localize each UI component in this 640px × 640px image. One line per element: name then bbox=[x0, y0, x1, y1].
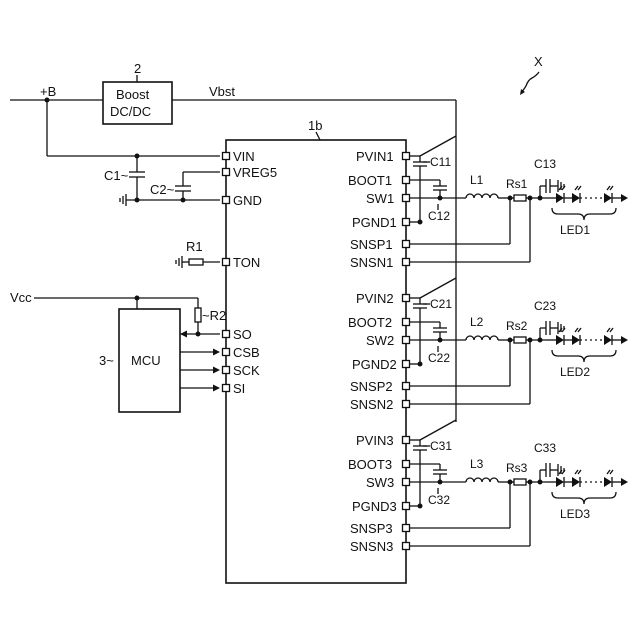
channel-3: PVIN3BOOT3SW3PGND3SNSP3SNSN3 C31C32 L3 Rs3 C… bbox=[348, 420, 628, 554]
pin-sw3: SW3 bbox=[366, 475, 394, 490]
pin-gnd: GND bbox=[233, 193, 262, 208]
pin-so: SO bbox=[233, 327, 252, 342]
plus-b-label: +B bbox=[40, 84, 56, 99]
pin-pgnd1: PGND1 bbox=[352, 215, 397, 230]
pin-pgnd2: PGND2 bbox=[352, 357, 397, 372]
inductor-l2: L2 bbox=[470, 315, 484, 329]
pin-sw2: SW2 bbox=[366, 333, 394, 348]
pin-ton: TON bbox=[233, 255, 260, 270]
inductor-l1: L1 bbox=[470, 173, 484, 187]
pin-pvin2: PVIN2 bbox=[356, 291, 394, 306]
c2-label: C2~ bbox=[150, 182, 175, 197]
c1-label: C1~ bbox=[104, 168, 129, 183]
led-diode-icon bbox=[604, 193, 612, 203]
label-led2: LED2 bbox=[560, 365, 590, 379]
r2-label: ~R2 bbox=[202, 308, 226, 323]
pin-snsp2: SNSP2 bbox=[350, 379, 393, 394]
channel-1: PVIN1BOOT1SW1PGND1SNSP1SNSN1 C11C12 L1 Rs1 C… bbox=[348, 136, 628, 270]
pin-vreg5: VREG5 bbox=[233, 165, 277, 180]
led-diode-icon bbox=[572, 335, 580, 345]
pin-si: SI bbox=[233, 381, 245, 396]
pin-csb: CSB bbox=[233, 345, 260, 360]
led-diode-icon bbox=[556, 477, 564, 487]
pin-snsn1: SNSN1 bbox=[350, 255, 393, 270]
label-led1: LED1 bbox=[560, 223, 590, 237]
cap-c31: C31 bbox=[430, 439, 452, 453]
boost-label-line1: Boost bbox=[116, 87, 150, 102]
left-circuit: C1~ C2~ R1 Vcc ~R2 bbox=[10, 154, 226, 413]
label-led3: LED3 bbox=[560, 507, 590, 521]
pin-vin: VIN bbox=[233, 149, 255, 164]
cap-c12: C12 bbox=[428, 209, 450, 223]
cap-c13: C13 bbox=[534, 157, 556, 171]
led-diode-icon bbox=[572, 193, 580, 203]
pin-snsn2: SNSN2 bbox=[350, 397, 393, 412]
cap-c32: C32 bbox=[428, 493, 450, 507]
cap-c22: C22 bbox=[428, 351, 450, 365]
pin-pgnd3: PGND3 bbox=[352, 499, 397, 514]
led-diode-icon bbox=[556, 335, 564, 345]
pin-pvin3: PVIN3 bbox=[356, 433, 394, 448]
mcu-label: MCU bbox=[131, 353, 161, 368]
inductor-l3: L3 bbox=[470, 457, 484, 471]
led-diode-icon bbox=[604, 335, 612, 345]
channel-2: PVIN2BOOT2SW2PGND2SNSP2SNSN2 C21C22 L2 Rs2 C… bbox=[348, 278, 628, 412]
pin-snsn3: SNSN3 bbox=[350, 539, 393, 554]
cap-c21: C21 bbox=[430, 297, 452, 311]
pin-snsp1: SNSP1 bbox=[350, 237, 393, 252]
pin-boot2: BOOT2 bbox=[348, 315, 392, 330]
sense-resistor-rs3: Rs3 bbox=[506, 461, 528, 475]
pin-boot1: BOOT1 bbox=[348, 173, 392, 188]
ic-ref: 1b bbox=[308, 118, 322, 133]
pin-boot3: BOOT3 bbox=[348, 457, 392, 472]
boost-label-line2: DC/DC bbox=[110, 104, 151, 119]
cap-c33: C33 bbox=[534, 441, 556, 455]
sense-resistor-rs2: Rs2 bbox=[506, 319, 528, 333]
r1-label: R1 bbox=[186, 239, 203, 254]
vcc-label: Vcc bbox=[10, 290, 32, 305]
pin-pvin1: PVIN1 bbox=[356, 149, 394, 164]
led-diode-icon bbox=[604, 477, 612, 487]
led-diode-icon bbox=[556, 193, 564, 203]
led-diode-icon bbox=[572, 477, 580, 487]
cap-c23: C23 bbox=[534, 299, 556, 313]
pin-snsp3: SNSP3 bbox=[350, 521, 393, 536]
pin-sw1: SW1 bbox=[366, 191, 394, 206]
pin-sck: SCK bbox=[233, 363, 260, 378]
sense-resistor-rs1: Rs1 bbox=[506, 177, 528, 191]
boost-ref: 2 bbox=[134, 61, 141, 76]
figure-label: X bbox=[534, 54, 543, 69]
vbst-label: Vbst bbox=[209, 84, 235, 99]
cap-c11: C11 bbox=[430, 155, 451, 169]
mcu-ref: 3~ bbox=[99, 353, 114, 368]
